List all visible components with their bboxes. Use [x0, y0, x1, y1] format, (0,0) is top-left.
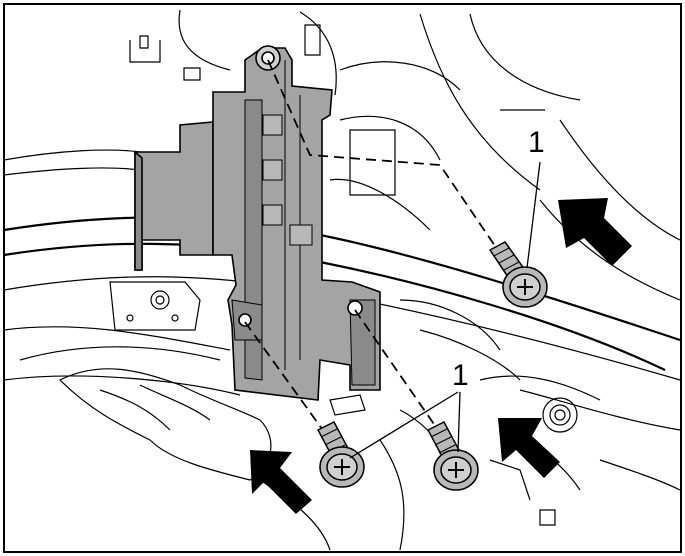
direction-arrows [250, 198, 632, 514]
arrow-lower-right-icon [498, 418, 560, 478]
bolt-lower-center [316, 421, 365, 488]
bracket-assembly [134, 45, 381, 401]
alignment-dashed-lines [244, 59, 511, 441]
callout-label-lower: 1 [452, 359, 469, 392]
leader-lines [349, 161, 541, 459]
arrow-upper-right-icon [558, 198, 632, 266]
bolt-upper-right [488, 241, 548, 308]
callout-label-upper: 1 [528, 126, 545, 159]
bolt-lower-right [426, 421, 479, 491]
arrow-lower-left-icon [250, 450, 312, 514]
